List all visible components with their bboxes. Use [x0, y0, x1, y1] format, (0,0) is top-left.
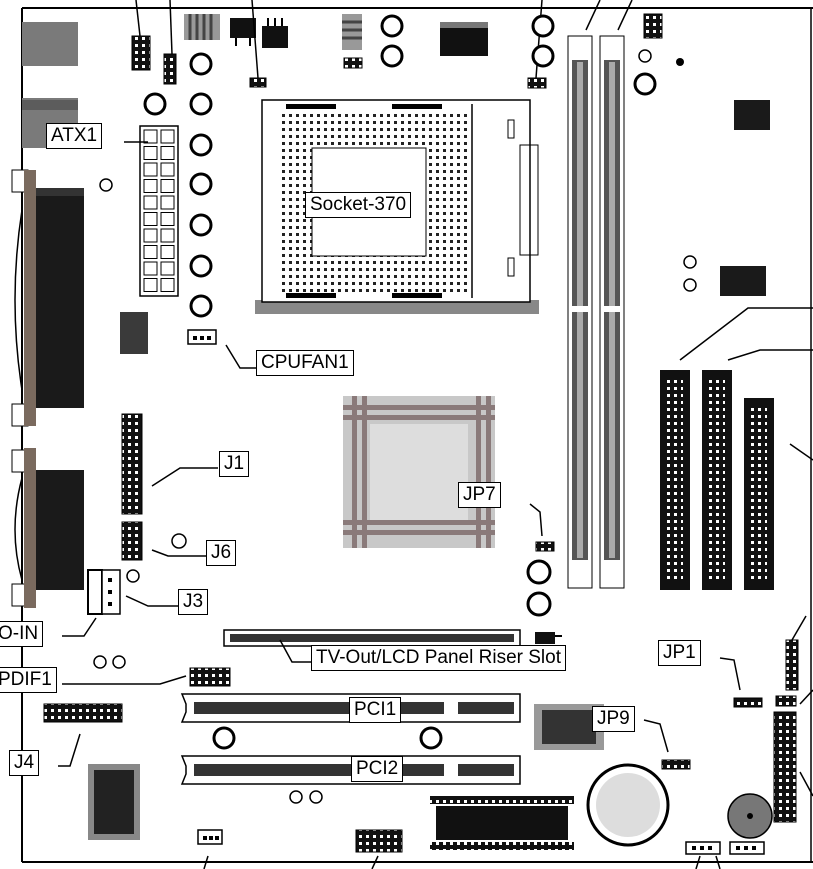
- label-jp9: JP9: [592, 706, 635, 732]
- front-panel-headers: [773, 615, 813, 823]
- atx-pin: [143, 179, 158, 193]
- atx-pin: [143, 261, 158, 276]
- chip-right-top: [734, 100, 770, 130]
- serial-port: [11, 448, 84, 608]
- atx-pin: [160, 146, 175, 160]
- heatsink-fin: [343, 415, 495, 420]
- riser-leader: [279, 639, 312, 663]
- j3-leader: [125, 595, 178, 607]
- atx-pin: [160, 212, 175, 226]
- cpufan1-connector: [187, 329, 217, 345]
- atx-pin: [143, 212, 158, 226]
- heatsink-fin: [343, 520, 495, 525]
- j6-leader: [151, 549, 206, 557]
- label-spdif1: PDIF1: [0, 667, 57, 693]
- atx-pin: [143, 146, 158, 160]
- label-riser-slot: TV-Out/LCD Panel Riser Slot: [311, 645, 566, 671]
- riser-slot: [223, 629, 562, 647]
- heatsink-fin: [343, 530, 495, 535]
- atx-pin: [160, 278, 175, 292]
- j6-header: [121, 521, 143, 561]
- jp9-jumper: [661, 759, 691, 770]
- atx-pin: [143, 245, 158, 259]
- j3-connector: [87, 569, 121, 615]
- dimm-slots: [567, 35, 625, 589]
- top-headers: [131, 0, 684, 89]
- heatsink-fin: [362, 396, 367, 548]
- jp7-jumper: [529, 503, 555, 552]
- heatsink-fin: [476, 396, 481, 548]
- atx-pin: [160, 129, 175, 144]
- j1-leader: [151, 467, 218, 487]
- coil-inductor-2: [342, 14, 362, 50]
- atx-pin: [143, 162, 158, 177]
- atx-pin: [160, 195, 175, 210]
- label-pci1: PCI1: [349, 697, 402, 723]
- label-j3: J3: [178, 589, 209, 615]
- jp9-leader: [643, 719, 669, 753]
- jp1-leader: [719, 657, 741, 691]
- atx-pin: [160, 179, 175, 193]
- atx1-connector: [139, 125, 179, 297]
- atx-pin: [143, 278, 158, 292]
- label-jp1: JP1: [658, 640, 701, 666]
- j4-leader: [58, 733, 81, 767]
- cmos-battery: [586, 763, 670, 847]
- atx-pin: [143, 129, 158, 144]
- heatsink-fin: [343, 405, 495, 410]
- label-j4: J4: [9, 750, 40, 776]
- south-bridge-chip: [88, 764, 140, 840]
- label-jp7: JP7: [458, 482, 501, 508]
- label-j1: J1: [219, 451, 250, 477]
- label-socket-370: Socket-370: [305, 192, 412, 218]
- label-pci2: PCI2: [351, 756, 404, 782]
- j1-header: [121, 413, 143, 515]
- label-audio-in: O-IN: [0, 621, 44, 647]
- parallel-port: [11, 169, 84, 427]
- j4-header: [43, 703, 123, 723]
- spdif1-header: [189, 667, 231, 687]
- heatsink-fin: [486, 396, 491, 548]
- jp1-jumper: [733, 697, 763, 708]
- atx-pin: [160, 245, 175, 259]
- small-capacitors: [93, 49, 697, 804]
- heatsink-fin: [352, 396, 357, 548]
- atx-pin: [143, 228, 158, 243]
- ide-connectors: [660, 370, 774, 590]
- label-j6: J6: [206, 540, 237, 566]
- atx-pin: [160, 162, 175, 177]
- chip-right-mid: [720, 266, 766, 296]
- spdif1-leader: [62, 675, 187, 685]
- north-bridge-heatsink: [343, 396, 495, 548]
- cpufan1-leader: [225, 344, 256, 369]
- coil-inductor: [184, 14, 220, 40]
- buzzer: [727, 793, 773, 839]
- capacitors: [143, 14, 657, 750]
- atx-pin: [160, 261, 175, 276]
- bios-chip: [428, 794, 576, 854]
- atx-pin: [143, 195, 158, 210]
- label-atx1: ATX1: [46, 123, 103, 149]
- bottom-connectors: [197, 829, 765, 869]
- label-cpufan1: CPUFAN1: [256, 350, 354, 376]
- audio-in-leader: [62, 617, 97, 637]
- board-outline: [21, 7, 813, 863]
- ide-leaders: [679, 307, 813, 461]
- atx-pin: [160, 228, 175, 243]
- chip-left: [120, 312, 148, 354]
